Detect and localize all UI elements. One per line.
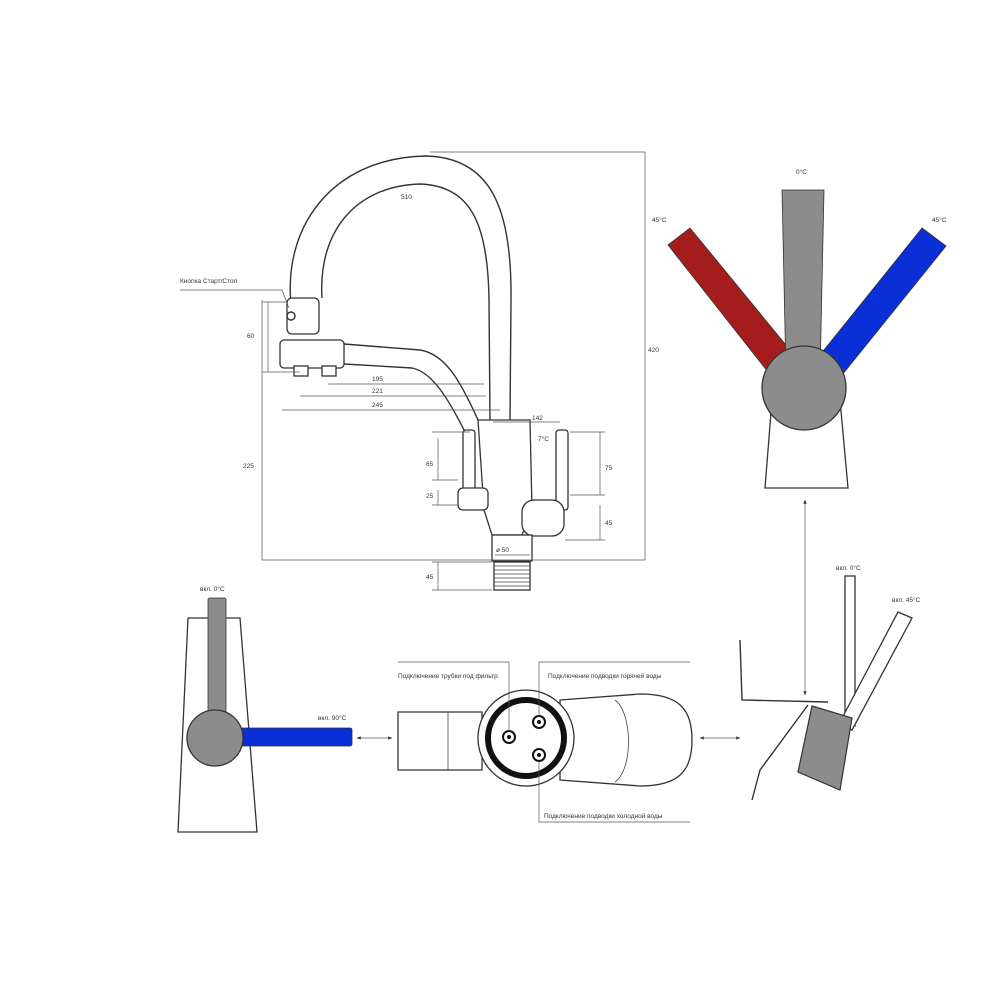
hot-lever [667, 227, 791, 373]
left-lever-knob [186, 709, 244, 767]
dim-245: 245 [372, 402, 383, 409]
dim-thread-line [432, 561, 492, 591]
spout-collar [286, 297, 320, 335]
cold-leader [538, 761, 690, 823]
dim-horizontal-lines [282, 383, 500, 411]
left-vertical-lever [207, 597, 227, 729]
angle-mark: 7°C [538, 435, 549, 443]
dim-lines-outer [262, 151, 646, 561]
dim-ticks [432, 431, 605, 541]
filter-port-dot [507, 735, 511, 739]
left-side-label: вкл. 90°C [318, 714, 347, 722]
bottom-inner-ring [485, 697, 567, 779]
start-stop-button [286, 311, 296, 321]
filter-pipe-lower [343, 363, 466, 433]
button-leader [180, 289, 290, 309]
right-valve [521, 499, 565, 537]
cold-port-dot [537, 753, 541, 757]
dim-60: 60 [247, 333, 255, 340]
right-view-outline [739, 639, 829, 801]
right-side-view: вкл. 0°C вкл. 45°C [739, 564, 921, 801]
dim-diameter: ø 50 [496, 547, 509, 554]
top-cold-label: 45°C [932, 216, 947, 224]
hot-leader [538, 661, 690, 716]
outlet-head [279, 339, 345, 369]
start-stop-label: Кнопка Старт/Стоп [180, 278, 238, 285]
outlet-nozzle-1 [293, 365, 309, 377]
right-angled-lever [839, 611, 913, 731]
left-side-view: вкл. 0°C вкл. 90°C [177, 585, 353, 833]
hot-port-dot [537, 720, 541, 724]
dim-65: 65 [426, 461, 434, 468]
bottom-view: Подключение трубки под фильтр Подключени… [397, 661, 693, 823]
dim-45-right: 45 [605, 520, 613, 527]
outlet-nozzle-2 [321, 365, 337, 377]
bottom-left-block [397, 711, 483, 771]
mixer-base [491, 534, 533, 562]
right-label-0: вкл. 0°C [836, 564, 861, 572]
left-top-label: вкл. 0°C [200, 585, 225, 593]
filter-pipe [343, 343, 493, 449]
dim-225: 225 [243, 463, 254, 470]
dim-420: 420 [648, 347, 659, 354]
dim-221: 221 [372, 388, 383, 395]
bottom-right-block [559, 693, 693, 787]
dim-25: 25 [426, 493, 434, 500]
hot-label: Подключение подводки горячей воды [548, 672, 662, 680]
spout-outline-inner [321, 183, 491, 421]
dim-510: 510 [401, 194, 412, 201]
left-horizontal-lever [235, 727, 353, 747]
left-valve [457, 487, 489, 511]
filter-label: Подключение трубки под фильтр [398, 672, 498, 680]
bottom-right-seam [614, 699, 629, 783]
dim-45-thread: 45 [426, 574, 434, 581]
left-handle [462, 429, 476, 493]
dim-195: 195 [372, 376, 383, 383]
main-front-view: 510 420 225 60 Кнопка Старт/Стоп 195 221… [180, 151, 659, 591]
top-center-label: 0°C [796, 168, 807, 176]
dim-60-line [262, 301, 300, 373]
cold-label: Подключение подводки холодной воды [544, 812, 663, 820]
right-label-45: вкл. 45°C [892, 596, 921, 604]
cold-lever [819, 227, 947, 376]
mount-thread [493, 561, 531, 591]
right-side-block [797, 705, 853, 791]
top-lever-view: 0°C 45°C 45°C [652, 168, 947, 489]
dim-142: 142 [532, 415, 543, 422]
dim-75: 75 [605, 465, 613, 472]
top-lever-knob [761, 345, 847, 431]
filter-leader [398, 661, 510, 731]
spout-outline-outer [289, 155, 512, 421]
dim-vertical-lines [437, 432, 601, 540]
right-handle [555, 429, 569, 511]
top-hot-label: 45°C [652, 216, 667, 224]
